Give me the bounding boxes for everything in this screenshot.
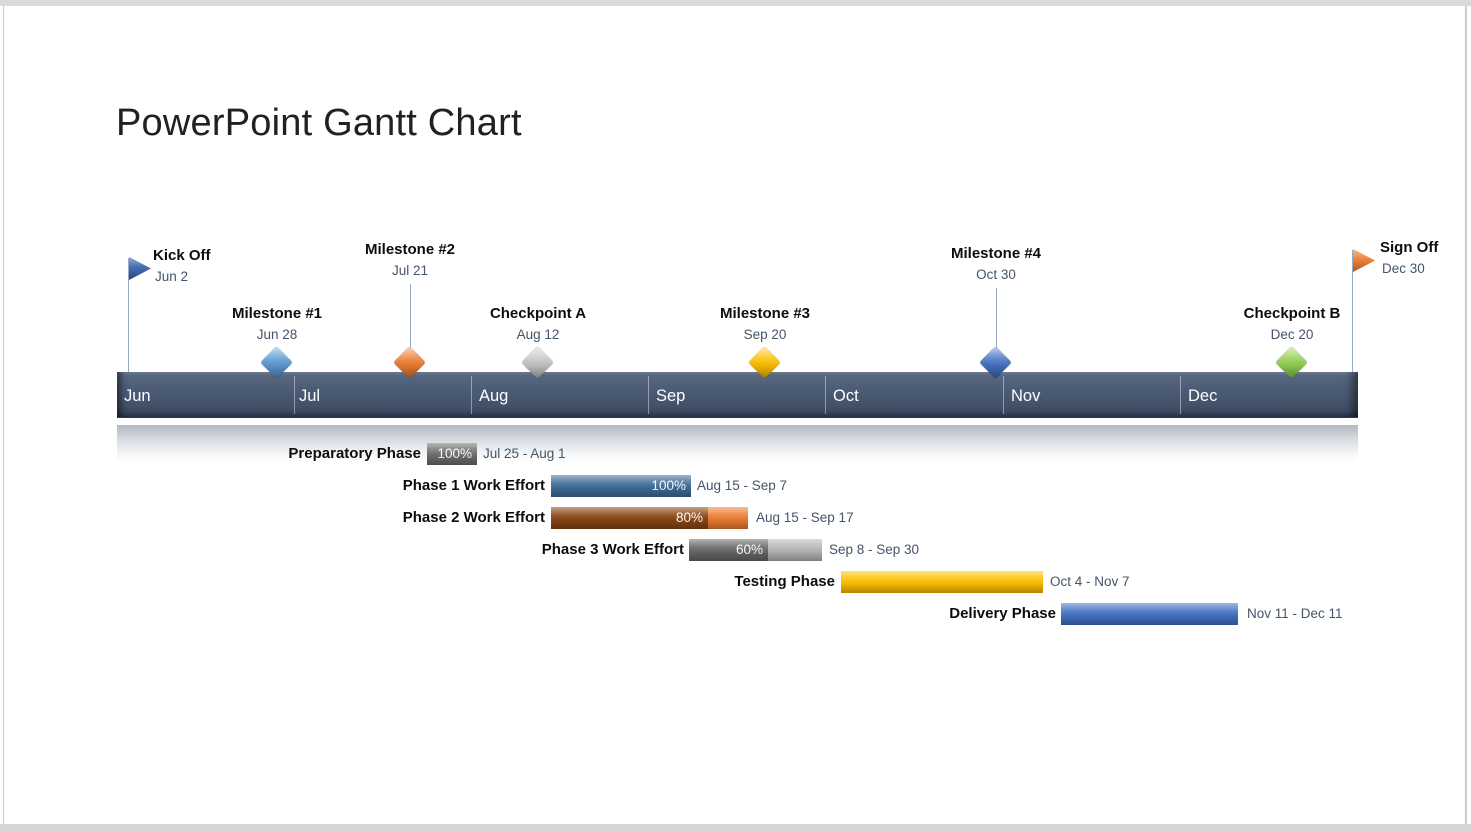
task-bar-done: 60%: [689, 539, 768, 561]
slide-border-left: [3, 6, 4, 824]
milestone-label: Milestone #3: [719, 305, 811, 322]
connector-line: [996, 288, 997, 354]
slide-border-right: [1465, 6, 1467, 824]
task-dates: Sep 8 - Sep 30: [829, 542, 920, 557]
percent-label: 80%: [675, 510, 703, 525]
month-label-oct: Oct: [833, 387, 859, 405]
task-dates: Aug 15 - Sep 17: [756, 510, 854, 525]
percent-label: 100%: [651, 478, 686, 493]
milestone-date: Jul 21: [391, 263, 429, 278]
month-divider: [1003, 376, 1004, 414]
task-label: Phase 1 Work Effort: [402, 477, 545, 494]
task-dates: Aug 15 - Sep 7: [697, 478, 788, 493]
task-dates: Jul 25 - Aug 1: [483, 446, 566, 461]
milestone-label: Checkpoint A: [489, 305, 587, 322]
timeline-reflection: [117, 425, 1358, 462]
task-bar[interactable]: 100%: [427, 443, 477, 465]
month-label-nov: Nov: [1011, 387, 1041, 405]
month-divider: [471, 376, 472, 414]
percent-label: 60%: [735, 542, 763, 557]
month-divider: [825, 376, 826, 414]
milestone-label: Milestone #4: [950, 245, 1042, 262]
milestone-date: Sep 20: [743, 327, 787, 342]
task-label: Phase 2 Work Effort: [402, 509, 545, 526]
milestone-label: Milestone #1: [231, 305, 323, 322]
task-bar[interactable]: [1061, 603, 1238, 625]
task-label: Delivery Phase: [949, 605, 1056, 622]
task-label: Testing Phase: [734, 573, 835, 590]
milestone-date: Aug 12: [516, 327, 560, 342]
milestone-label: Milestone #2: [364, 241, 456, 258]
milestone-label: Sign Off: [1380, 239, 1439, 256]
flag-icon[interactable]: [129, 257, 151, 280]
month-label-dec: Dec: [1188, 387, 1218, 405]
task-bar-done: [841, 571, 1043, 593]
task-label: Preparatory Phase: [288, 445, 421, 462]
milestone-date: Oct 30: [976, 267, 1016, 282]
task-bar-done: [1061, 603, 1238, 625]
connector-line: [128, 258, 129, 372]
month-label-jun: Jun: [124, 387, 151, 405]
connector-line: [410, 284, 411, 354]
task-bar[interactable]: 100%: [551, 475, 691, 497]
percent-label: 100%: [437, 446, 472, 461]
task-bar-remaining: [768, 539, 822, 561]
task-bar[interactable]: 60%: [689, 539, 822, 561]
connector-line: [1352, 250, 1353, 372]
month-divider: [648, 376, 649, 414]
task-bar-done: 100%: [551, 475, 691, 497]
month-label-jul: Jul: [299, 387, 321, 405]
task-bar-done: 100%: [427, 443, 477, 465]
task-bar[interactable]: [841, 571, 1043, 593]
month-label-sep: Sep: [656, 387, 686, 405]
slide-border-bottom: [0, 824, 1471, 831]
slide-border-top: [0, 0, 1471, 6]
milestone-date: Dec 30: [1382, 261, 1425, 276]
flag-icon[interactable]: [1353, 249, 1375, 272]
month-label-aug: Aug: [479, 387, 509, 405]
month-divider: [294, 376, 295, 414]
milestone-label: Kick Off: [153, 247, 211, 264]
task-dates: Oct 4 - Nov 7: [1050, 574, 1130, 589]
milestone-date: Jun 2: [155, 269, 189, 284]
task-label: Phase 3 Work Effort: [541, 541, 684, 558]
task-bar-done: 80%: [551, 507, 708, 529]
milestone-date: Jun 28: [256, 327, 298, 342]
milestone-date: Dec 20: [1270, 327, 1314, 342]
milestone-label: Checkpoint B: [1243, 305, 1341, 322]
task-bar-remaining: [708, 507, 748, 529]
timeline-bar[interactable]: [117, 372, 1358, 418]
task-dates: Nov 11 - Dec 11: [1247, 606, 1343, 621]
task-bar[interactable]: 80%: [551, 507, 748, 529]
page-title[interactable]: PowerPoint Gantt Chart: [116, 102, 522, 144]
month-divider: [1180, 376, 1181, 414]
